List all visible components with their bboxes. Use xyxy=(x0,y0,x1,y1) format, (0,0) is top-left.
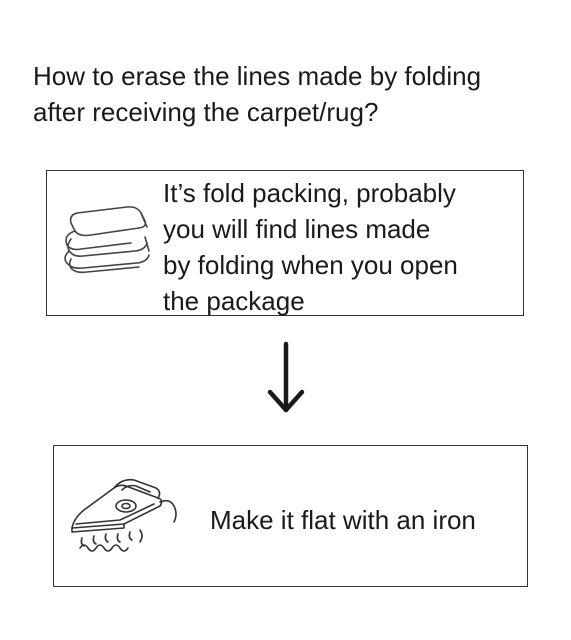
step-2-box: Make it flat with an iron xyxy=(53,445,528,587)
question-heading: How to erase the lines made by folding a… xyxy=(33,58,553,130)
step-2-text: Make it flat with an iron xyxy=(210,505,476,535)
folded-fabric-icon xyxy=(64,206,150,274)
step-1-line: It’s fold packing, probably xyxy=(163,178,456,208)
steam-iron-icon xyxy=(71,478,177,552)
step-1-box: It’s fold packing, probably you will fin… xyxy=(46,170,524,316)
step-1-line: by folding when you open xyxy=(163,250,458,280)
question-line-1: How to erase the lines made by folding xyxy=(33,61,482,91)
step-1-line: the package xyxy=(163,286,305,316)
step-1-text: It’s fold packing, probably you will fin… xyxy=(163,175,513,319)
arrow-down-icon xyxy=(267,341,305,413)
step-1-line: you will find lines made xyxy=(163,214,431,244)
question-line-2: after receiving the carpet/rug? xyxy=(33,97,379,127)
